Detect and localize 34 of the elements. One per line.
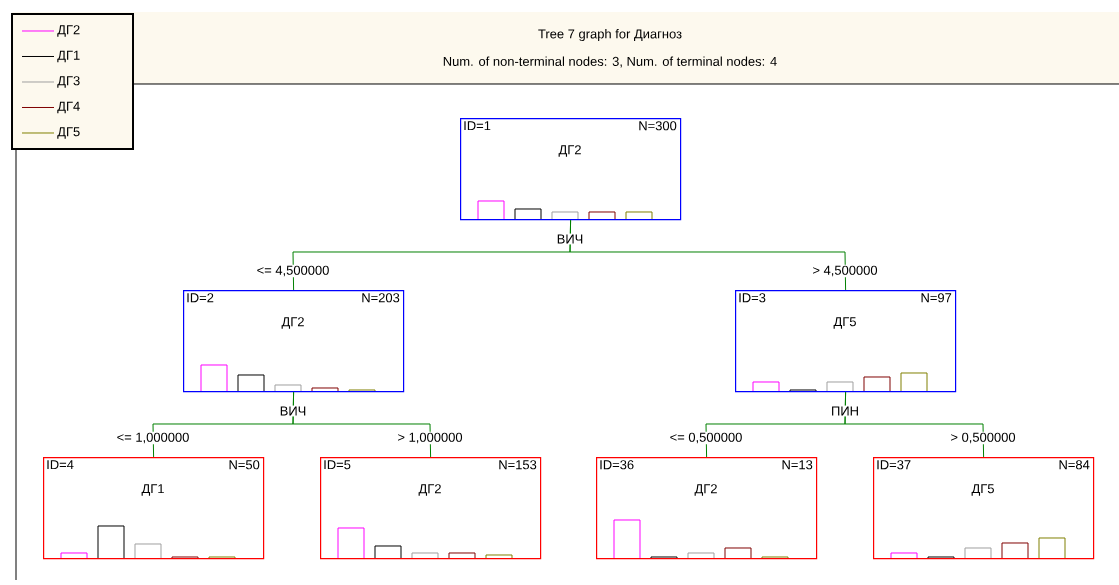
count-label: N=203 xyxy=(362,293,400,303)
id-label: ID=36 xyxy=(600,460,634,470)
id-label: ID=37 xyxy=(877,460,911,470)
id-label: ID=5 xyxy=(324,460,351,470)
id-label: ID=2 xyxy=(187,293,214,303)
split-variable-label: ВИЧ xyxy=(278,405,308,417)
legend-label: ДГ5 xyxy=(57,127,80,139)
count-label: N=97 xyxy=(921,293,952,303)
title: Tree 7 graph for Диагноз xyxy=(538,28,682,42)
class-label: ДГ5 xyxy=(833,317,856,329)
legend-label: ДГ1 xyxy=(57,50,80,63)
count-label: N=50 xyxy=(229,460,260,470)
split-variable-label: ВИЧ xyxy=(555,233,585,245)
subtitle: Num. of non-terminal nodes: 3, Num. of terminal nodes: 4 xyxy=(443,56,777,68)
split-connector xyxy=(844,391,985,458)
split-variable-label: ПИН xyxy=(830,405,860,417)
class-label: ДГ2 xyxy=(694,484,717,496)
split-connector xyxy=(292,391,432,458)
id-label: ID=3 xyxy=(739,293,766,303)
count-label: N=13 xyxy=(782,460,813,470)
class-label: ДГ2 xyxy=(558,145,581,157)
class-label: ДГ1 xyxy=(141,484,164,496)
id-label: ID=1 xyxy=(464,121,491,131)
legend-label: ДГ3 xyxy=(57,76,80,88)
legend-label: ДГ2 xyxy=(57,25,80,37)
count-label: N=300 xyxy=(639,121,677,131)
class-label: ДГ2 xyxy=(418,484,441,496)
legend-label: ДГ4 xyxy=(57,101,80,114)
class-label: ДГ5 xyxy=(971,484,994,496)
class-label: ДГ2 xyxy=(281,317,304,329)
count-label: N=153 xyxy=(499,460,537,470)
id-label: ID=4 xyxy=(47,460,74,470)
count-label: N=84 xyxy=(1059,460,1090,470)
split-connector xyxy=(569,219,847,291)
